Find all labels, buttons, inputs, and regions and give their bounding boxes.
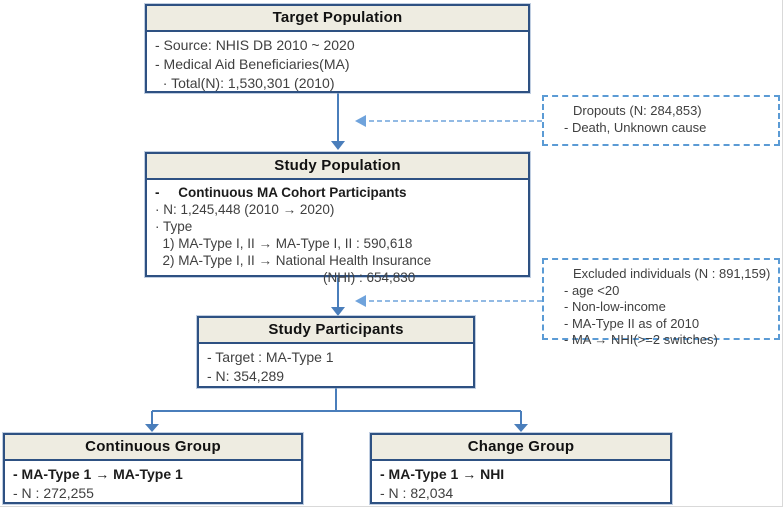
arrow-to-change-head	[514, 424, 528, 432]
study-population-line: · Type	[155, 219, 193, 234]
excluded-individuals-box: Excluded individuals (N : 891,159) - age…	[542, 258, 780, 347]
dropouts-line: Dropouts (N: 284,853)	[573, 103, 702, 118]
study-population-line: · N: 1,245,448 (2010 → 2020)	[155, 202, 335, 217]
excluded-individuals-line: Excluded individuals (N : 891,159)	[573, 266, 771, 281]
arrow-target-to-study-head	[331, 141, 345, 150]
excluded-individuals-line: - age <20	[564, 282, 620, 298]
study-population-line: 2) MA-Type I, II → National Health Insur…	[155, 253, 432, 268]
study-population-line: 1) MA-Type I, II → MA-Type I, II : 590,6…	[155, 236, 413, 251]
dropouts-box: Dropouts (N: 284,853) - Death, Unknown c…	[542, 95, 780, 146]
excluded-individuals-line: - MA → NHI(>=2 switches)	[564, 332, 718, 347]
dropouts-line: - Death, Unknown cause	[564, 119, 707, 135]
target-population-title: Target Population	[147, 6, 528, 32]
target-population-line: · Total(N): 1,530,301 (2010)	[155, 75, 335, 91]
change-group-title: Change Group	[372, 435, 670, 461]
study-population-line: (NHI) : 654,830	[323, 270, 416, 285]
continuous-group-box: Continuous Group - MA-Type 1 → MA-Type 1…	[3, 433, 303, 504]
arrow-to-continuous-head	[145, 424, 159, 432]
arrow-study-to-participants-head	[331, 307, 345, 316]
study-participants-line: - Target : MA-Type 1	[207, 349, 334, 365]
change-group-body: - MA-Type 1 → NHI - N : 82,034	[372, 461, 670, 505]
continuous-group-title: Continuous Group	[5, 435, 301, 461]
excluded-individuals-line: - Non-low-income	[564, 299, 666, 314]
change-group-line: - MA-Type 1 → NHI	[380, 466, 505, 482]
study-participants-line: - N: 354,289	[207, 368, 285, 384]
study-population-box: Study Population - Continuous MA Cohort …	[145, 152, 530, 285]
study-participants-body: - Target : MA-Type 1 - N: 354,289	[199, 344, 473, 388]
dropouts-dashed-arrow-head	[355, 115, 366, 127]
excluded-dashed-arrow-head	[355, 295, 366, 307]
continuous-group-body: - MA-Type 1 → MA-Type 1 - N : 272,255	[5, 461, 301, 505]
branch-connector	[151, 388, 522, 424]
study-participants-box: Study Participants - Target : MA-Type 1 …	[197, 316, 475, 388]
study-participants-title: Study Participants	[199, 318, 473, 344]
excluded-individuals-line: - MA-Type II as of 2010	[564, 315, 700, 331]
study-population-body: - Continuous MA Cohort Participants · N:…	[147, 180, 528, 288]
target-population-line: - Source: NHIS DB 2010 ~ 2020	[155, 37, 355, 53]
continuous-group-line: - MA-Type 1 → MA-Type 1	[13, 466, 183, 482]
target-population-box: Target Population - Source: NHIS DB 2010…	[145, 4, 530, 93]
target-population-line: - Medical Aid Beneficiaries(MA)	[155, 56, 350, 72]
target-population-body: - Source: NHIS DB 2010 ~ 2020 - Medical …	[147, 32, 528, 95]
study-population-title: Study Population	[147, 154, 528, 180]
study-population-line: - Continuous MA Cohort Participants	[155, 185, 407, 200]
change-group-box: Change Group - MA-Type 1 → NHI - N : 82,…	[370, 433, 672, 504]
continuous-group-line: - N : 272,255	[13, 485, 94, 501]
change-group-line: - N : 82,034	[380, 485, 454, 501]
